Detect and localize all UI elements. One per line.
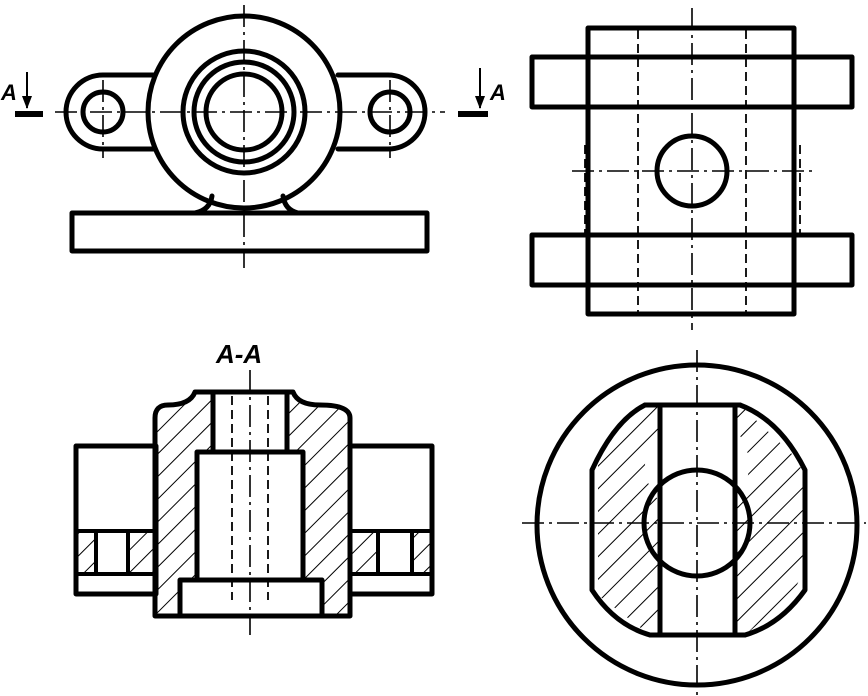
section-bottom-counterbore [177,577,325,619]
cut-label-left: A [0,80,17,105]
cut-arrow-head-right [475,96,485,109]
front-base-plate [69,210,430,254]
front-view [55,5,445,268]
section-lug-right-hatch-a [352,533,378,572]
section-lug-left-hatch-a [78,533,96,572]
cut-arrow-head-left [22,96,32,109]
section-view [73,370,435,635]
cut-label-right: A [489,80,506,105]
section-title: A-A [215,339,262,369]
cutting-plane-right: A [458,68,506,117]
front-fillet-left [192,193,215,216]
section-lug-right-hatch-b [412,533,430,572]
section-body-hatch [155,392,350,616]
section-lug-left-hatch-b [128,533,154,572]
cutting-plane-left: A [0,72,43,117]
round-section-view [522,350,866,696]
round-hatched-region [598,405,805,635]
section-body-outline [152,389,353,619]
side-view [529,8,855,330]
